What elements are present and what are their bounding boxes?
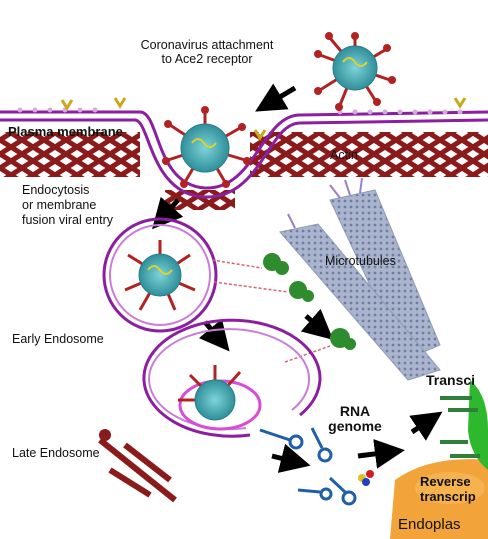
dynein-motors (263, 253, 356, 350)
endocytosis-label: Endocytosis or membrane fusion viral ent… (22, 183, 113, 228)
plasma-membrane (0, 110, 488, 199)
late-endosome (142, 318, 322, 438)
reverse-label-line2: transcrip (420, 489, 476, 504)
endoplasmic-label: Endoplas (398, 516, 461, 533)
protein-dots (358, 470, 374, 486)
plasma-membrane-label: Plasma membrane (8, 124, 123, 139)
attachment-caption-line1: Coronavirus attachment (140, 38, 274, 52)
endocytosis-label-line3: fusion viral entry (22, 213, 114, 227)
actin-bundle-lower (98, 429, 177, 503)
membrane-lipid-heads (17, 107, 463, 115)
rna-genome-label-line2: genome (328, 418, 382, 434)
endocytosis-label-line2: or membrane (22, 198, 97, 212)
early-endosome-label: Early Endosome (12, 332, 104, 346)
ace2-receptors (60, 97, 467, 141)
actin-label: Actin (330, 148, 358, 162)
rna-genome-label: RNA genome (322, 404, 388, 434)
early-endosome (102, 217, 218, 333)
virus-in-invagination (162, 106, 251, 188)
replication-complex (440, 380, 488, 470)
rna-genome (259, 427, 357, 506)
rna-genome-label-line1: RNA (339, 403, 371, 419)
incoming-virus (314, 32, 396, 111)
transcription-label: Transci (426, 372, 476, 388)
microtubules-label: Microtubules (325, 254, 396, 268)
actin-meshwork (0, 132, 488, 210)
endocytosis-label-line1: Endocytosis (22, 183, 90, 197)
microtubules (279, 177, 441, 381)
endoplasmic-reticulum (390, 459, 488, 539)
motor-linkers (211, 259, 331, 363)
process-arrows (152, 83, 443, 473)
late-endosome-label: Late Endosome (12, 446, 100, 460)
reverse-label-line1: Reverse (420, 474, 471, 489)
attachment-caption-line2: to Ace2 receptor (161, 52, 253, 66)
reverse-transcription-label: Reverse transcrip (420, 474, 476, 504)
attachment-caption: Coronavirus attachment to Ace2 receptor (112, 38, 302, 66)
